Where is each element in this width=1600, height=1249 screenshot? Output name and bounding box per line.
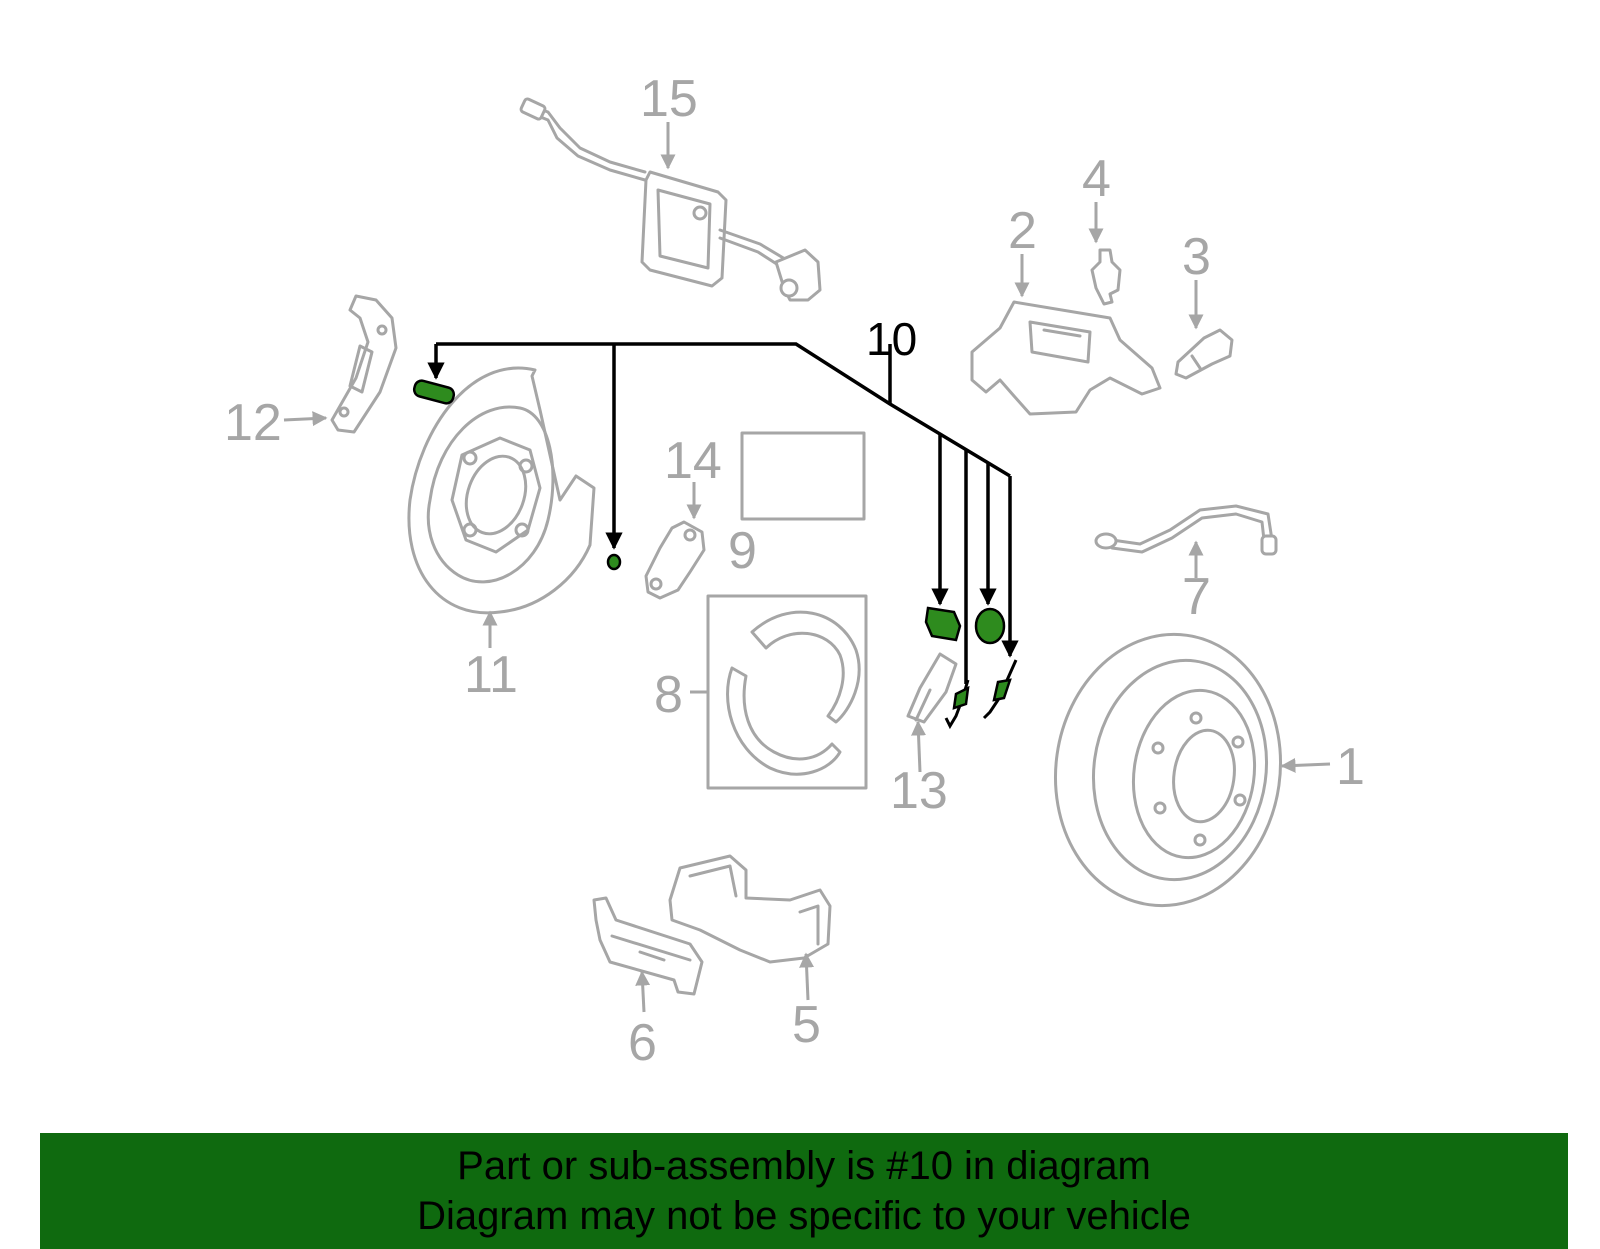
banner-line-1: Part or sub-assembly is #10 in diagram <box>457 1144 1151 1188</box>
part-14-adjuster[interactable] <box>644 520 706 600</box>
part-12-bracket[interactable] <box>330 294 398 434</box>
part-13-hold-down-pin[interactable] <box>906 652 958 724</box>
info-banner: Part or sub-assembly is #10 in diagram D… <box>40 1133 1568 1249</box>
label-6: 6 <box>628 1014 657 1072</box>
part-15-abs-sensor[interactable] <box>519 97 822 302</box>
part-4-bleeder[interactable] <box>1090 248 1122 306</box>
part-1-rotor[interactable] <box>1038 620 1298 921</box>
banner-line-2: Diagram may not be specific to your vehi… <box>417 1194 1191 1238</box>
part-11-backing-plate[interactable] <box>407 366 596 615</box>
label-2: 2 <box>1008 202 1037 260</box>
part-3-bolt[interactable] <box>1174 328 1234 380</box>
callout-leaders <box>283 122 1331 1013</box>
label-8: 8 <box>654 666 683 724</box>
hardware-pin[interactable] <box>412 379 456 405</box>
label-10: 10 <box>866 313 917 365</box>
label-4: 4 <box>1082 150 1111 208</box>
label-3: 3 <box>1182 228 1211 286</box>
label-7: 7 <box>1182 568 1211 626</box>
part-2-caliper[interactable] <box>970 300 1162 416</box>
label-9: 9 <box>728 522 757 580</box>
hardware-clip[interactable] <box>606 553 622 571</box>
label-13: 13 <box>890 762 948 820</box>
hardware-washer[interactable] <box>974 607 1006 645</box>
label-1: 1 <box>1336 738 1365 796</box>
part-5-caliper-bracket[interactable] <box>668 854 832 964</box>
label-15: 15 <box>640 70 698 128</box>
label-11: 11 <box>464 646 518 704</box>
label-5: 5 <box>792 996 821 1054</box>
part-8-shoe-set[interactable] <box>706 594 868 790</box>
part-6-brake-pad[interactable] <box>592 896 704 996</box>
hardware-cup[interactable] <box>924 606 962 642</box>
part-9-box[interactable] <box>740 431 866 521</box>
label-14: 14 <box>664 432 722 490</box>
label-12: 12 <box>224 394 282 452</box>
part-10-hardware-kit[interactable] <box>412 342 1019 730</box>
part-7-hose[interactable] <box>1094 504 1278 556</box>
